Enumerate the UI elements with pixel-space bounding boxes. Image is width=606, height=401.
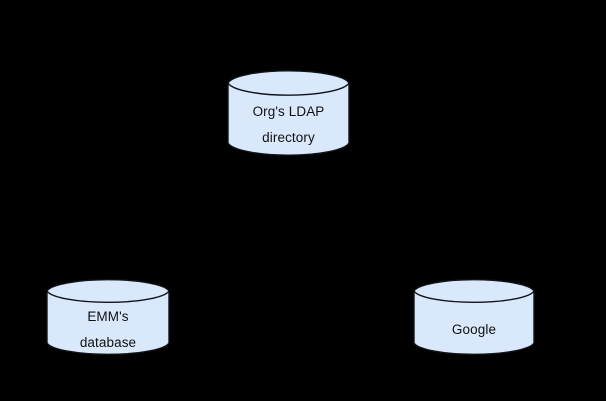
node-emm-database[interactable]: EMM's database (46, 277, 170, 357)
database-cylinder-icon (413, 278, 535, 356)
database-cylinder-icon (227, 70, 350, 156)
database-cylinder-icon (46, 278, 170, 356)
node-google[interactable]: Google (413, 277, 535, 357)
node-ldap-directory[interactable]: Org's LDAP directory (227, 68, 350, 158)
